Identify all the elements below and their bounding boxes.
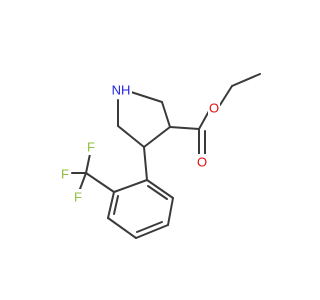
- bond-c3-carbonyl: [169, 126, 200, 130]
- bond-ar-4-5: [107, 217, 137, 239]
- atom-label-f-top: F: [87, 140, 95, 155]
- atom-n: NH: [110, 82, 132, 98]
- bond-o-ethyl-ch2: [219, 85, 233, 106]
- structure-diagram: NH O O F F F: [60, 73, 261, 239]
- atom-label-o-carbonyl: O: [197, 155, 207, 170]
- atom-labels: NH O O F F F: [60, 82, 220, 205]
- atom-o-ester: O: [208, 100, 220, 116]
- bond-ar-cf3: [85, 172, 115, 193]
- bond-c4-phenyl: [143, 146, 148, 181]
- bond-ar-inner-b: [136, 221, 163, 233]
- bond-ar-inner-c: [113, 195, 119, 215]
- bond-c-f-top: [85, 153, 91, 174]
- bond-ar-inner-a: [147, 185, 168, 200]
- atom-label-nh: NH: [112, 83, 131, 98]
- bond-c4-ch2-left: [117, 125, 145, 148]
- bond-ar-2-3: [167, 197, 174, 226]
- atom-label-f-left: F: [61, 167, 69, 182]
- bond-ar-5-6: [107, 191, 115, 219]
- atom-o-carbonyl: O: [196, 154, 208, 170]
- atom-label-f-bottom: F: [74, 190, 82, 205]
- bond-ar-3-4: [135, 224, 169, 239]
- atom-f-top: F: [86, 139, 97, 155]
- bond-ar-1-2: [146, 179, 174, 199]
- bond-c-f-bottom: [79, 172, 87, 190]
- bond-c3-c4: [143, 126, 171, 148]
- bond-ethyl-ch3: [231, 73, 261, 87]
- bond-n-ch2-right: [130, 91, 163, 103]
- bond-ch2-c3: [161, 101, 171, 128]
- bond-ar-6-1: [113, 179, 148, 193]
- atom-f-bottom: F: [73, 189, 84, 205]
- bond-carbonyl-o-ester: [198, 110, 210, 130]
- bonds: [71, 73, 261, 239]
- atom-label-o-ester: O: [209, 101, 219, 116]
- atom-f-left: F: [60, 166, 71, 182]
